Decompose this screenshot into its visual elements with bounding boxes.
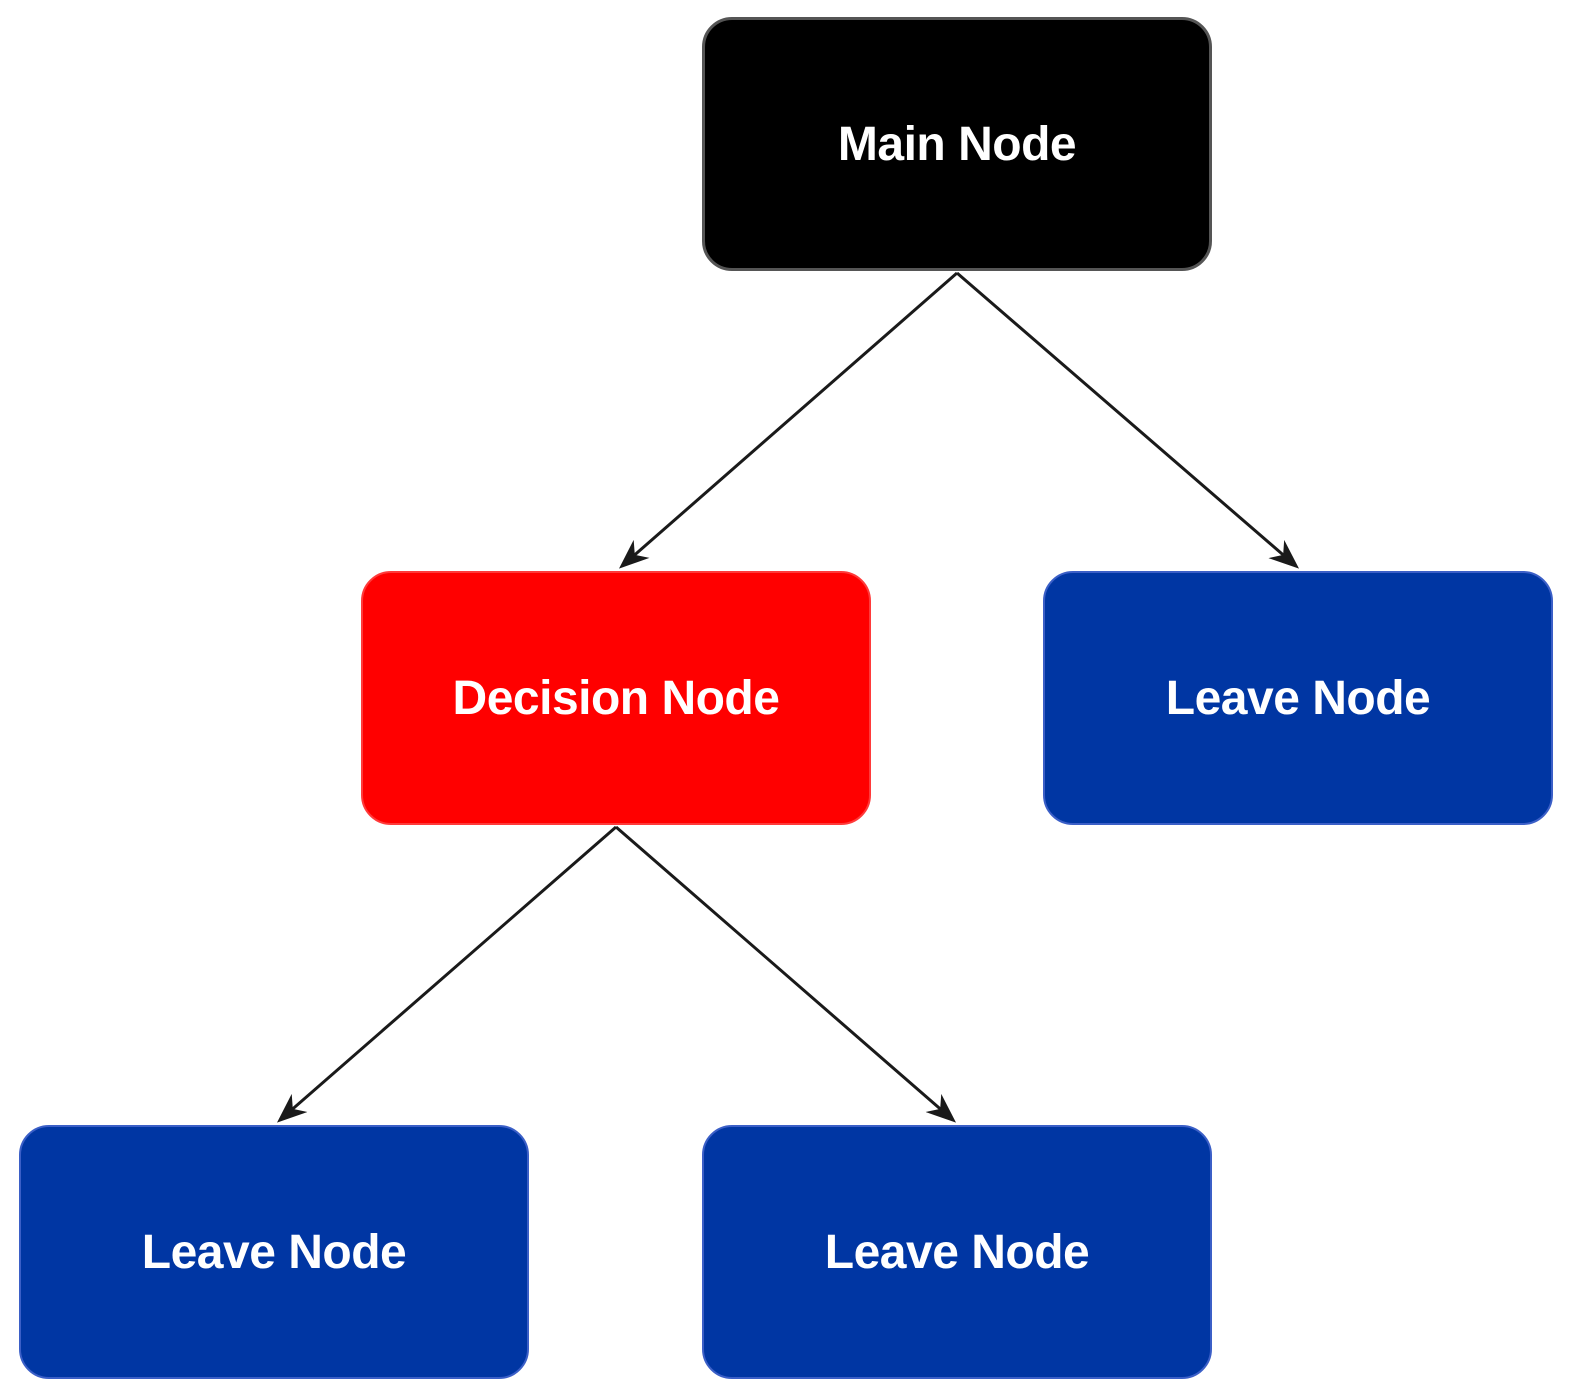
edge-main-to-decision bbox=[618, 271, 958, 569]
main-node-label: Main Node bbox=[837, 117, 1077, 171]
leaf-node-bottom-middle[interactable]: Leave Node bbox=[702, 1125, 1212, 1379]
decision-node[interactable]: Decision Node bbox=[361, 571, 871, 825]
main-node[interactable]: Main Node bbox=[702, 17, 1212, 271]
leaf-node-right[interactable]: Leave Node bbox=[1043, 571, 1553, 825]
leaf-node-right-label: Leave Node bbox=[1165, 671, 1431, 725]
leaf-node-bottom-middle-label: Leave Node bbox=[824, 1225, 1090, 1279]
leaf-node-bottom-left-label: Leave Node bbox=[141, 1225, 407, 1279]
decision-node-label: Decision Node bbox=[452, 671, 780, 725]
edge-main-to-leaf-right bbox=[956, 271, 1300, 569]
edge-decision-to-leaf-bottom-left bbox=[276, 825, 617, 1123]
leaf-node-bottom-left[interactable]: Leave Node bbox=[19, 1125, 529, 1379]
edge-decision-to-leaf-bottom-middle bbox=[615, 825, 957, 1123]
